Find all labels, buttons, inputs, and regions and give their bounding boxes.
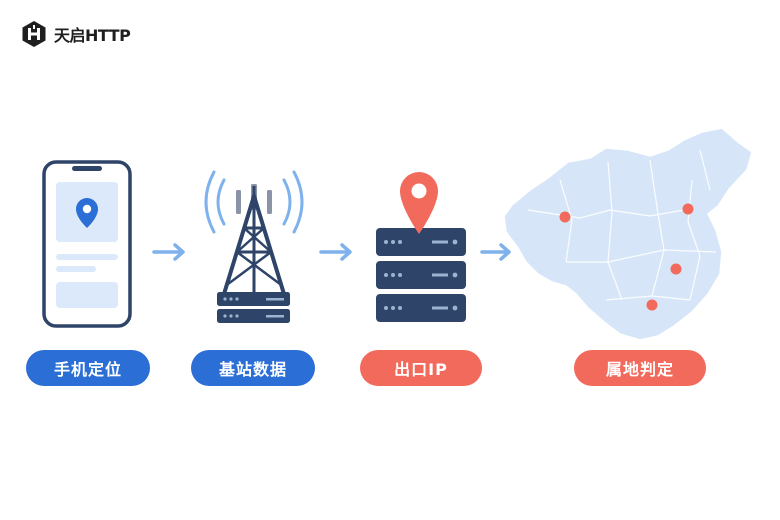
cell-tower-icon [204, 170, 304, 323]
arrow-right-icon [319, 243, 352, 261]
step-label-base-station: 基站数据 [191, 350, 315, 386]
arrow-right-icon [152, 243, 185, 261]
smartphone-location-icon [42, 160, 132, 328]
server-pin-icon [376, 172, 466, 322]
china-map-icon [503, 127, 753, 341]
step-label-region-decision: 属地判定 [574, 350, 706, 386]
step-label-phone-location: 手机定位 [26, 350, 150, 386]
brand-logo: 天启HTTP [20, 19, 131, 49]
arrow-right-icon [480, 243, 511, 261]
step-label-exit-ip: 出口IP [360, 350, 482, 386]
hexagon-h-logo-icon [22, 21, 46, 47]
brand-name: 天启HTTP [54, 26, 131, 45]
